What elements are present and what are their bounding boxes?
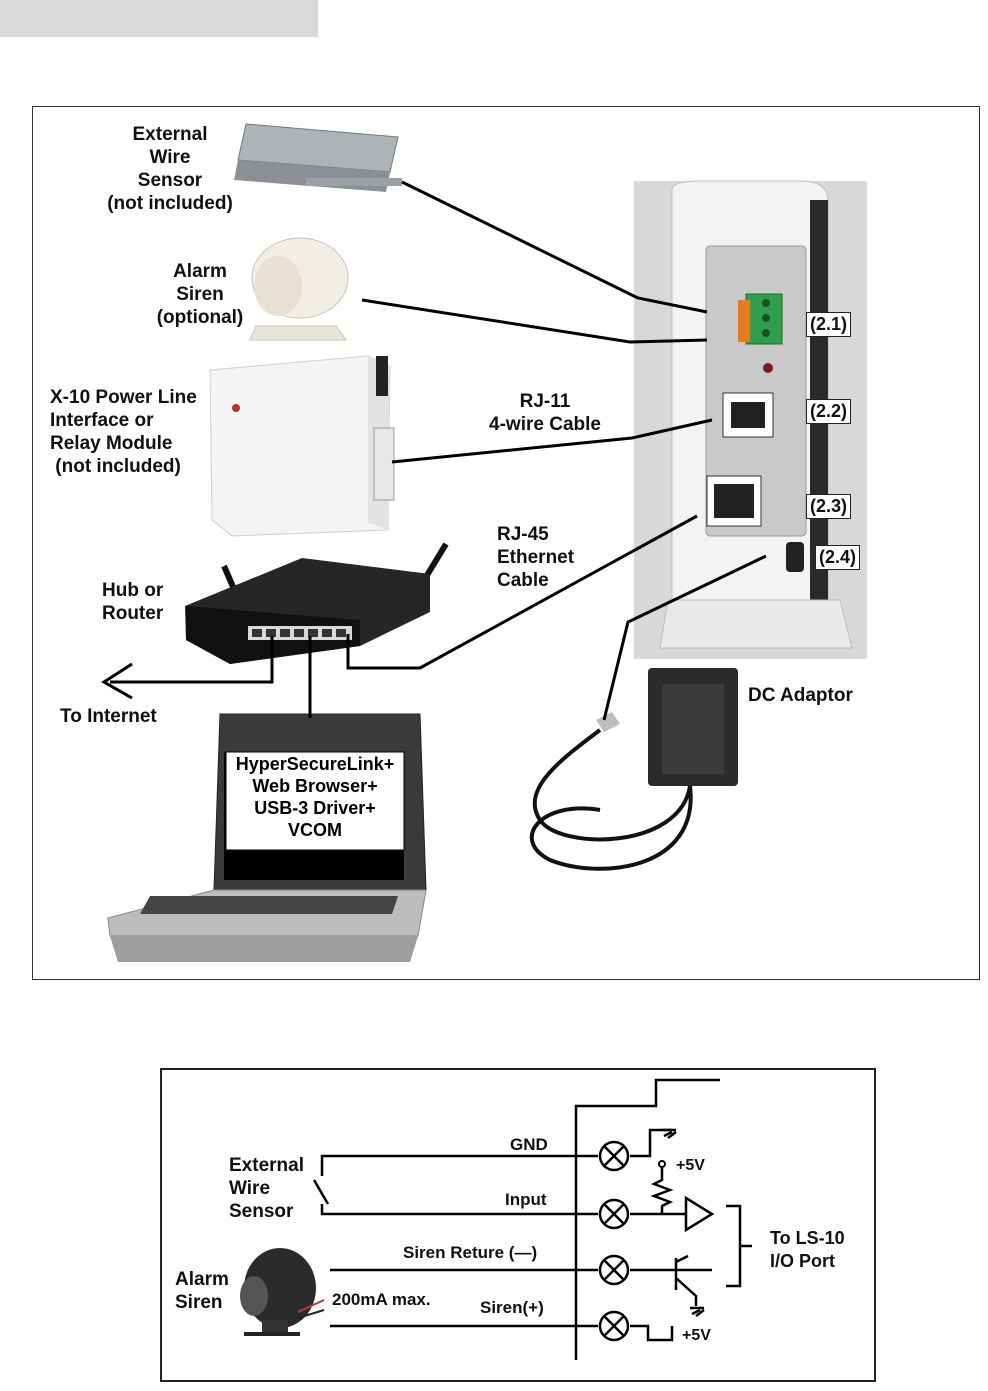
x10-module-image [209,355,395,537]
label-to-internet: To Internet [60,706,157,727]
screen-line: HyperSecureLink+ [235,754,395,774]
label-external-sensor-bottom: External Wire Sensor [229,1155,304,1222]
laptop-screen-text: HyperSecureLink+ Web Browser+ USB-3 Driv… [226,753,404,841]
screen-line: Web Browser+ [252,776,378,796]
label-alarm-siren-bottom: Alarm Siren [175,1269,229,1313]
label-siren-return: Siren Reture (—) [403,1243,538,1262]
label-rj11: RJ-11 4-wire Cable [489,391,601,435]
wire-sensor-image [234,123,402,192]
label-alarm-siren: Alarm Siren (optional) [156,261,244,328]
label-to-port: To LS-10 I/O Port [770,1228,845,1271]
siren-image [249,237,349,341]
screen-line: USB-3 Driver+ [254,798,376,818]
dc-adaptor-image [529,668,738,871]
label-gnd: GND [510,1135,548,1154]
label-x10-module: X-10 Power Line Interface or Relay Modul… [50,387,197,477]
label-input: Input [505,1190,547,1209]
port-label-2-3: (2.3) [806,494,852,519]
label-max-current: 200mA max. [332,1290,431,1309]
label-5v-top: +5V [676,1157,705,1174]
header-bar [0,0,318,37]
label-external-sensor: External Wire Sensor (not included) [107,124,233,214]
label-siren-plus: Siren(+) [480,1298,544,1317]
router-image [185,542,449,664]
connection-wires [101,180,767,721]
label-hub-router: Hub or Router [102,580,164,624]
laptop-image [107,713,427,962]
port-label-2-2: (2.2) [806,399,852,424]
label-rj45: RJ-45 Ethernet Cable [497,524,575,591]
port-label-2-4: (2.4) [815,545,861,570]
label-dc-adaptor: DC Adaptor [748,685,853,706]
screen-line: VCOM [288,820,342,840]
port-label-2-1: (2.1) [806,312,852,337]
label-5v-bottom: +5V [682,1327,711,1344]
siren-photo [240,1248,325,1336]
